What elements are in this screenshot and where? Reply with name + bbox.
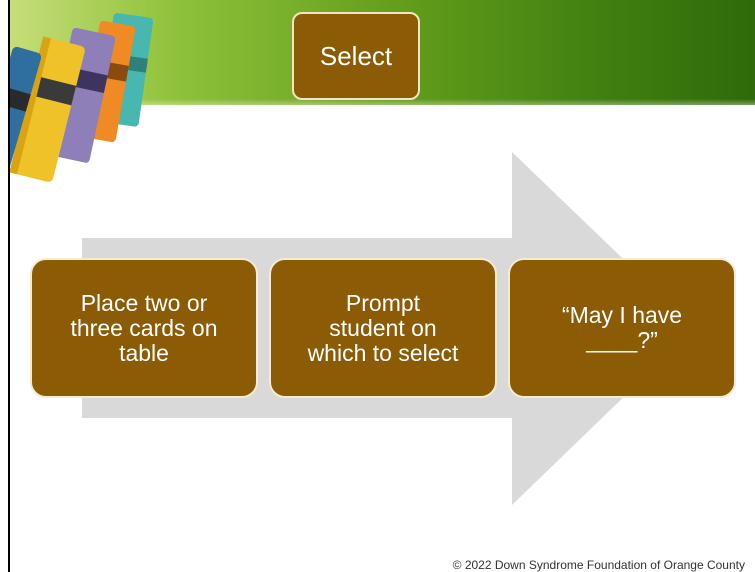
step-box-2: Prompt student on which to select	[269, 258, 497, 398]
step-box-3: “May I have ____?”	[508, 258, 736, 398]
slide-title: Select	[292, 12, 420, 100]
copyright-footer: © 2022 Down Syndrome Foundation of Orang…	[452, 558, 745, 572]
step-box-1: Place two or three cards on table	[30, 258, 258, 398]
stacked-books-icon	[10, 13, 154, 188]
slide: Select Place two or three cards on table…	[8, 0, 755, 572]
